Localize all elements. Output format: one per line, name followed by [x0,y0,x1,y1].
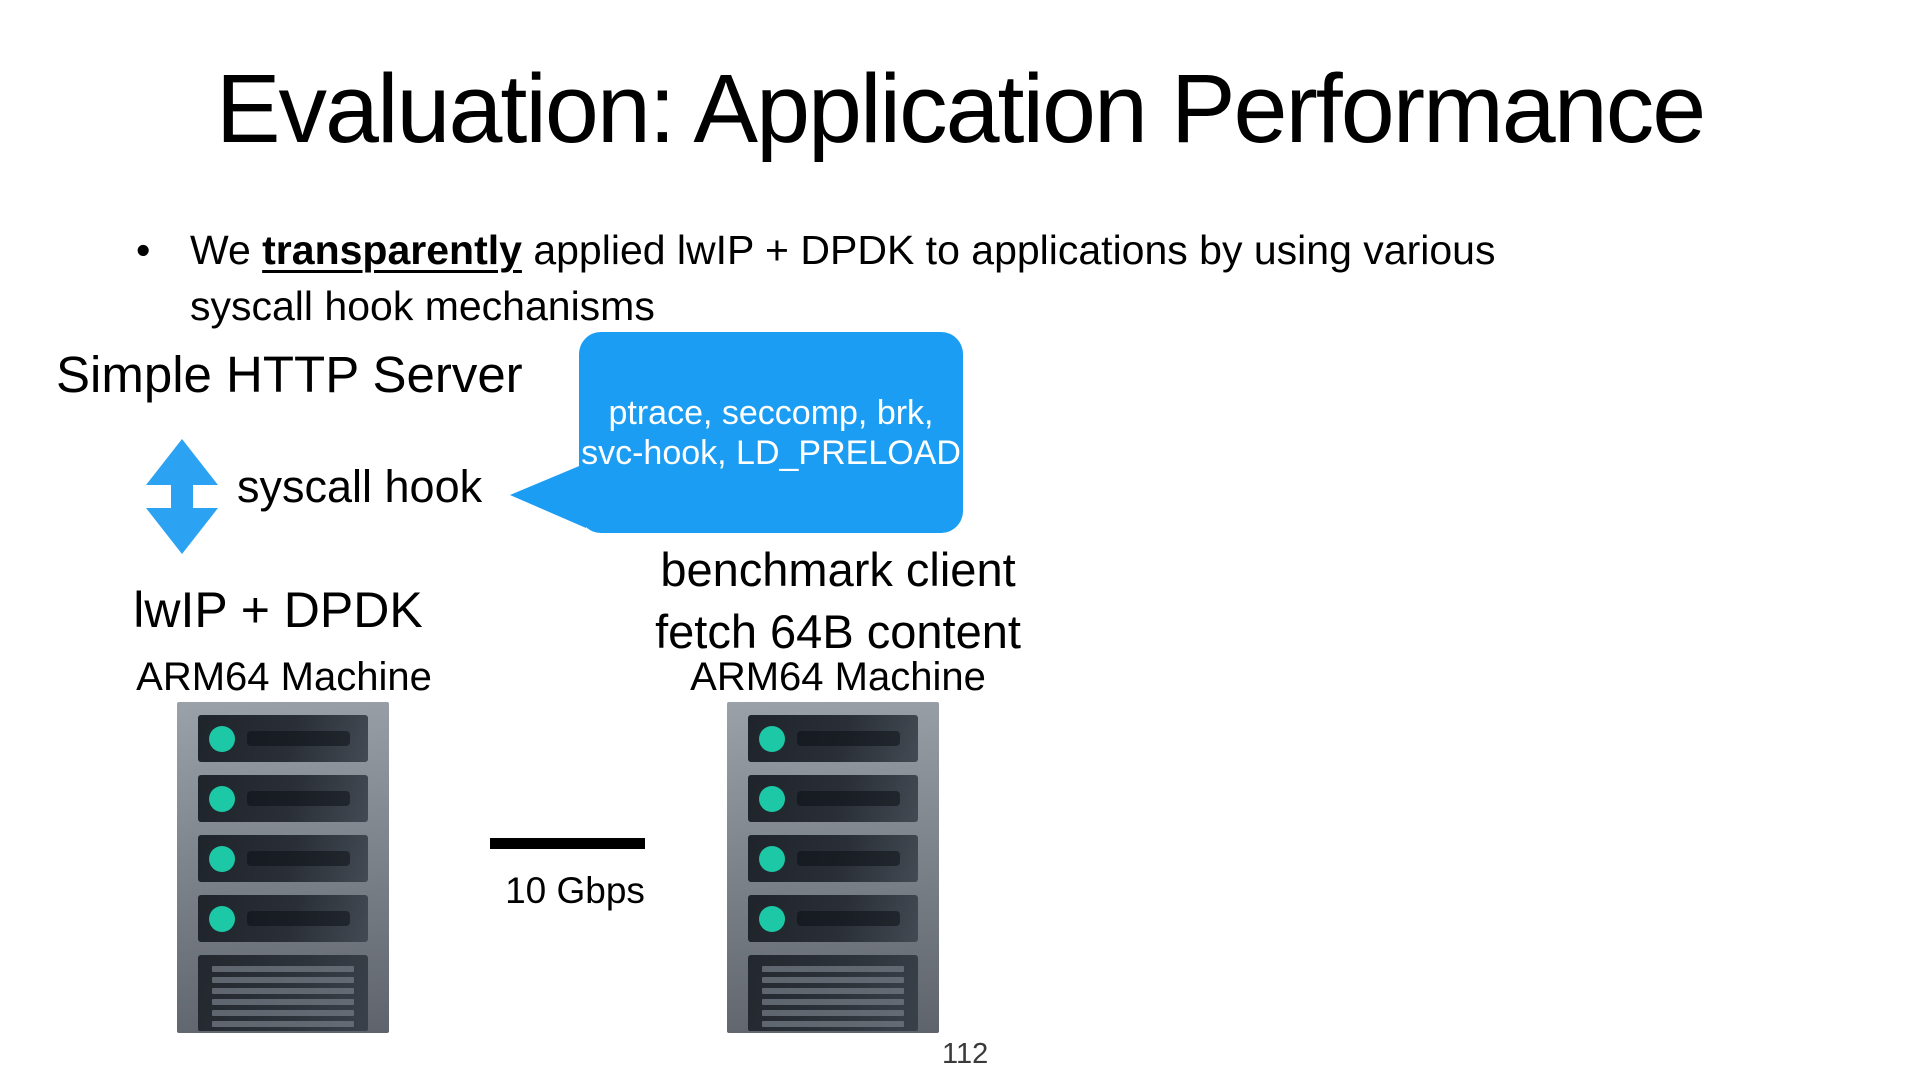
bullet-line-2: syscall hook mechanisms [190,283,655,329]
led-indicator-icon [209,725,235,752]
drive-slot [247,851,350,866]
network-link-line [490,838,645,849]
drive-slot [247,731,350,746]
drive-slot [797,851,900,866]
vent-panel [198,955,368,1031]
bullet-line1-pre: We [190,227,263,273]
drive-bay [748,775,918,822]
drive-bay [198,895,368,942]
arm64-machine-label-right: ARM64 Machine [690,655,986,699]
bullet-text: We transparently applied lwIP + DPDK to … [190,222,1495,334]
vent-panel [748,955,918,1031]
page-number: 112 [942,1038,989,1070]
bullet-marker: • [136,227,151,273]
drive-bay [748,835,918,882]
server-rack-left [177,702,389,1033]
drive-slot [247,911,350,926]
drive-slot [247,791,350,806]
link-speed-label: 10 Gbps [505,870,645,911]
drive-bay [198,715,368,762]
drive-slot [797,791,900,806]
led-indicator-icon [759,905,785,932]
arm64-machine-label-left: ARM64 Machine [136,655,432,699]
lwip-dpdk-label: lwIP + DPDK [133,582,423,638]
drive-bay [198,835,368,882]
callout-bubble: ptrace, seccomp, brk, svc-hook, LD_PRELO… [510,332,963,533]
bullet-line1-emphasis: transparently [262,227,522,273]
updown-arrow-icon [146,439,218,554]
bullet-line1-post: applied lwIP + DPDK to applications by u… [521,227,1496,273]
drive-bay [748,715,918,762]
bullet-item: • We transparently applied lwIP + DPDK t… [136,222,1776,334]
callout-line-2: svc-hook, LD_PRELOAD [581,433,961,472]
callout-tail-icon [510,464,586,528]
led-indicator-icon [759,725,785,752]
syscall-hook-label: syscall hook [237,461,483,512]
led-indicator-icon [209,785,235,812]
led-indicator-icon [759,785,785,812]
slide-title: Evaluation: Application Performance [215,54,1706,163]
drive-slot [797,731,900,746]
led-indicator-icon [209,845,235,872]
fetch-content-label: fetch 64B content [655,605,1021,658]
drive-slot [797,911,900,926]
callout-line-1: ptrace, seccomp, brk, [608,393,934,432]
drive-bay [748,895,918,942]
server-rack-right [727,702,939,1033]
drive-bay [198,775,368,822]
benchmark-client-label: benchmark client [660,543,1016,596]
led-indicator-icon [209,905,235,932]
bullet-line-1: We transparently applied lwIP + DPDK to … [190,222,1495,278]
led-indicator-icon [759,845,785,872]
simple-http-server-label: Simple HTTP Server [56,346,523,403]
